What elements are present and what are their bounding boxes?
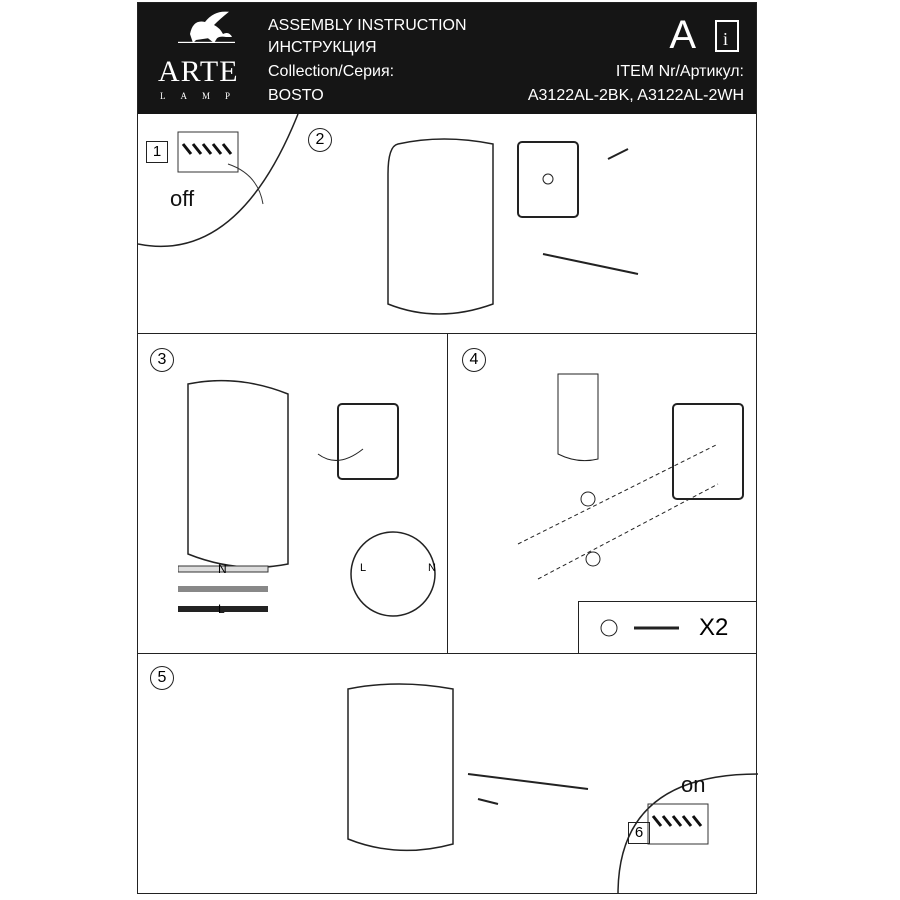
step-4-panel: 4 X2 [448,334,757,654]
on-caption: on [681,772,706,797]
collection-value: BOSTO [268,87,324,104]
off-caption: off [170,186,195,211]
header: ARTE LAMP ASSEMBLY INSTRUCTION ИНСТРУКЦИ… [138,3,756,114]
item-value: A3122AL-2BK, A3122AL-2WH [527,87,744,104]
step-6-number: 6 [628,822,650,844]
step-1-2-panel: 1 off 2 [138,114,756,334]
collection-label: Collection/Серия: [268,63,395,80]
quantity-label: X2 [699,614,729,641]
lamp-and-bracket-illustration [387,138,639,315]
step-1-number: 1 [146,141,168,163]
power-off-circle [138,114,299,248]
screw-and-anchor-icon [600,619,679,637]
step-3-number: 3 [150,348,174,372]
power-on-circle [617,773,758,894]
detail-n-label: N [428,562,436,574]
wiring-illustration [178,379,436,617]
item-label: ITEM Nr/Артикул: [615,63,744,80]
step-5-6-panel: 5 on 6 [138,654,758,894]
wire-n-label: N [218,562,227,576]
doc-letter: A [669,13,696,57]
hardware-kit-box: X2 [578,601,757,654]
logo-subtext: LAMP [160,91,246,101]
griffin-logo-icon [178,11,235,43]
step-5-number: 5 [150,666,174,690]
wire-l-label: L [218,602,225,616]
step-3-panel: 3 N L L N [138,334,448,654]
title-en: ASSEMBLY INSTRUCTION [268,17,467,34]
title-ru: ИНСТРУКЦИЯ [268,39,377,56]
final-fixing-illustration [347,683,589,852]
mounting-illustration [517,373,744,580]
detail-l-label: L [360,562,367,574]
svg-text:i: i [723,29,728,49]
step-4-number: 4 [462,348,486,372]
instruction-page: ARTE LAMP ASSEMBLY INSTRUCTION ИНСТРУКЦИ… [137,2,758,894]
logo-text: ARTE [158,55,239,88]
manual-book-icon: i [715,20,739,52]
step-2-number: 2 [308,128,332,152]
